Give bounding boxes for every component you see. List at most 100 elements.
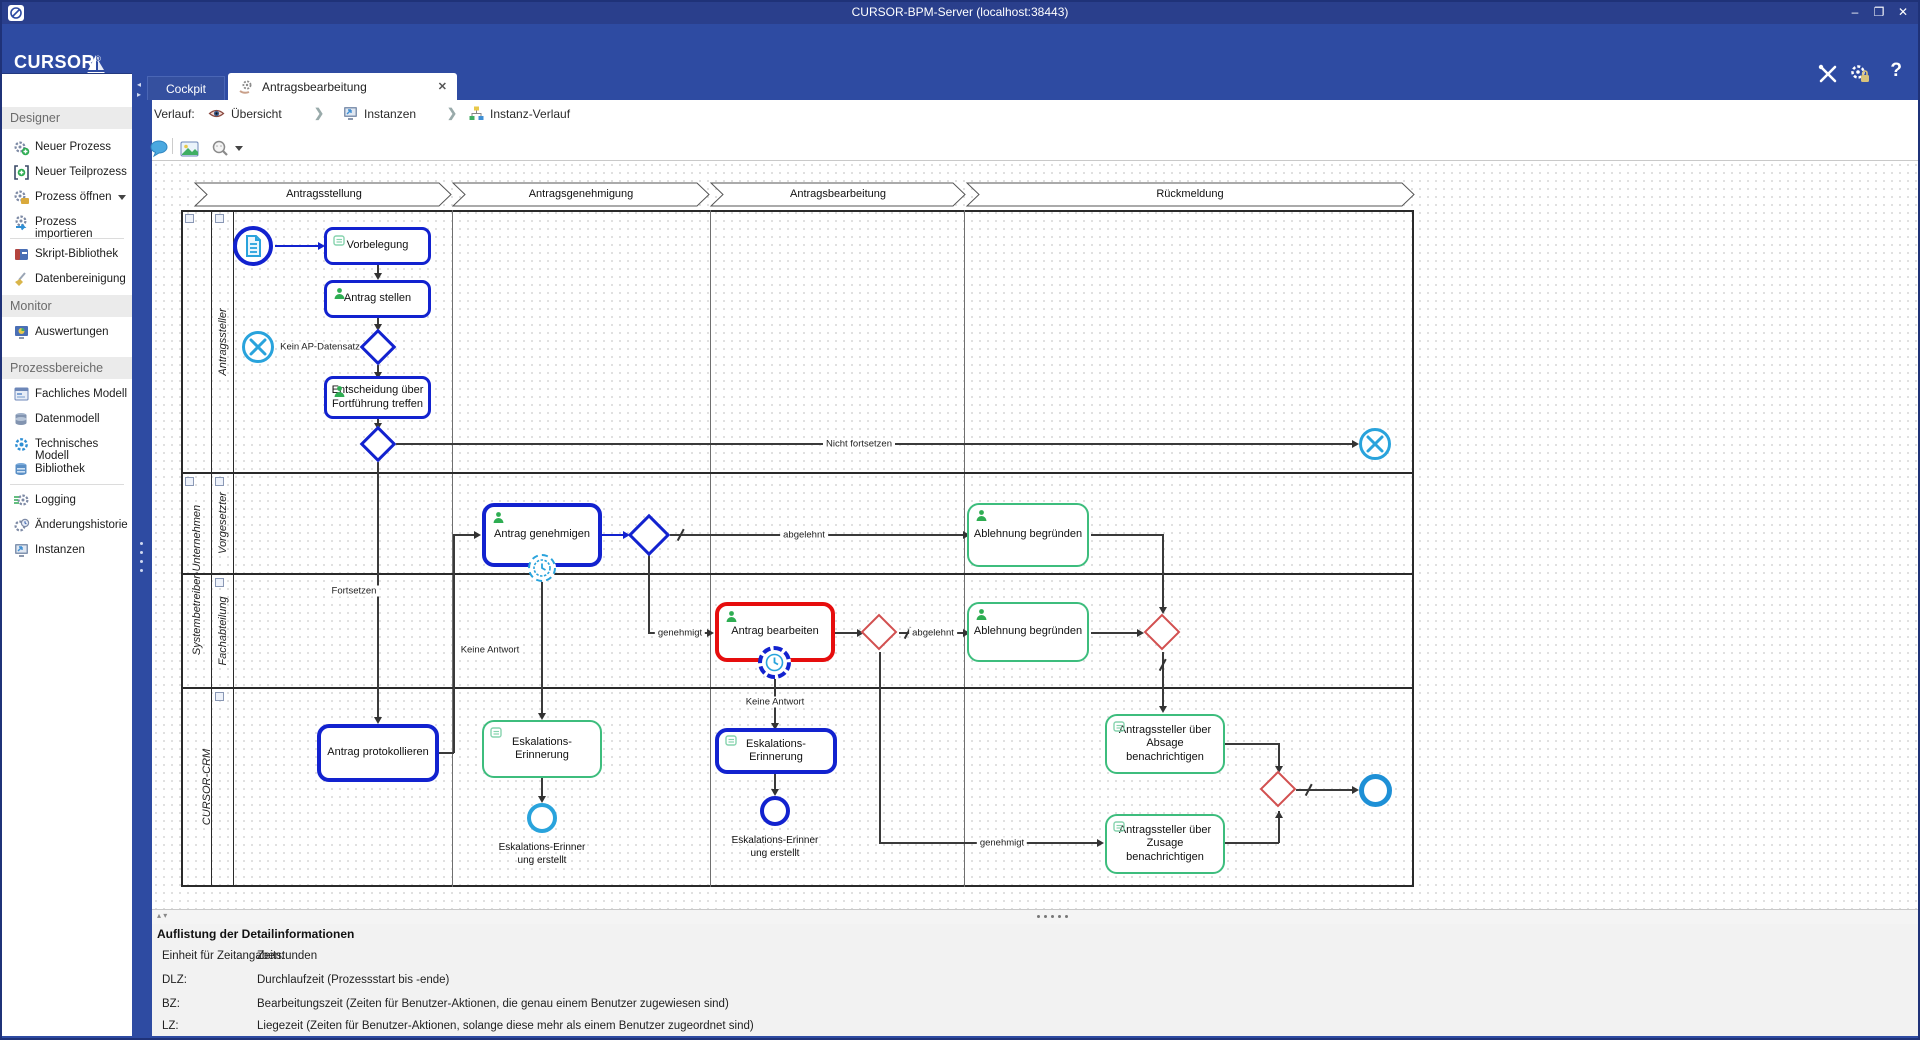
collapse-left-icon[interactable]: ◂ bbox=[137, 80, 142, 89]
collapse-panel-arrows[interactable]: ▴ ▾ bbox=[157, 911, 168, 920]
task-vorbelegung[interactable]: Vorbelegung bbox=[324, 227, 431, 265]
cancel-end-event[interactable] bbox=[1359, 428, 1391, 460]
collapse-box[interactable] bbox=[185, 214, 194, 223]
details-row-value: Durchlaufzeit (Prozessstart bis -ende) bbox=[257, 974, 450, 986]
sidebar-item-aenderungshistorie[interactable]: Änderungshistorie bbox=[2, 514, 132, 538]
phase-rueckmeldung: Rückmeldung bbox=[1156, 188, 1224, 200]
start-event-document[interactable] bbox=[233, 226, 273, 266]
flow-line bbox=[541, 778, 543, 799]
flow-line bbox=[541, 581, 543, 716]
arrowhead bbox=[707, 629, 718, 637]
sidebar-item-auswertungen[interactable]: Auswertungen bbox=[2, 321, 132, 345]
arrowhead bbox=[1352, 786, 1363, 794]
breadcrumb-item-instanz-verlauf[interactable]: Instanz-Verlauf bbox=[490, 107, 571, 121]
end-event-selected[interactable] bbox=[760, 796, 790, 826]
collapse-box[interactable] bbox=[215, 692, 224, 701]
task-eskalations-erinnerung-2[interactable]: Eskalations-Erinnerung bbox=[715, 728, 837, 774]
arrowhead bbox=[1352, 440, 1363, 448]
comment-icon[interactable] bbox=[149, 140, 169, 158]
end-event[interactable] bbox=[527, 803, 557, 833]
task-absage-benachrichtigen[interactable]: Antragssteller über Absage benachrichtig… bbox=[1105, 714, 1225, 774]
tab-label: Antragsbearbeitung bbox=[262, 80, 367, 94]
eye-icon bbox=[208, 105, 225, 122]
help-icon[interactable]: ? bbox=[1890, 60, 1902, 81]
sidebar-item-logging[interactable]: Logging bbox=[2, 489, 132, 513]
tab-cockpit[interactable]: Cockpit bbox=[147, 76, 225, 100]
monitor-icon bbox=[342, 105, 359, 122]
splitter-grip[interactable] bbox=[1037, 915, 1068, 918]
sidebar-item-bibliothek[interactable]: Bibliothek bbox=[2, 458, 132, 482]
task-eskalations-erinnerung-1[interactable]: Eskalations-Erinnerung bbox=[482, 720, 602, 778]
timer-boundary-event-selected[interactable] bbox=[758, 646, 791, 679]
script-library-icon bbox=[13, 246, 30, 263]
sidebar-item-skript-bibliothek[interactable]: Skript-Bibliothek bbox=[2, 243, 132, 267]
breadcrumb-item-instanzen[interactable]: Instanzen bbox=[364, 107, 417, 121]
script-icon bbox=[1113, 820, 1127, 834]
timer-boundary-event[interactable] bbox=[528, 554, 556, 582]
sidebar-item-label: Fachliches Modell bbox=[35, 388, 128, 400]
restore-button[interactable]: ❐ bbox=[1873, 5, 1885, 19]
lane-cursor-crm: CURSOR-CRM bbox=[201, 748, 213, 826]
arrowhead bbox=[963, 629, 974, 637]
task-ablehnung-begruenden-1[interactable]: Ablehnung begründen bbox=[967, 503, 1089, 567]
flow-line bbox=[1225, 743, 1279, 745]
task-ablehnung-begruenden-2[interactable]: Ablehnung begründen bbox=[967, 602, 1089, 662]
sidebar-item-prozess-importieren[interactable]: Prozess importieren bbox=[2, 211, 132, 240]
panel-splitter[interactable]: ▴ ▾ bbox=[152, 909, 1918, 924]
library-icon bbox=[13, 461, 30, 478]
sidebar-item-instanzen[interactable]: Instanzen bbox=[2, 539, 132, 563]
collapse-box[interactable] bbox=[215, 214, 224, 223]
pool-label-divider bbox=[211, 210, 212, 887]
sidebar-item-neuer-prozess[interactable]: Neuer Prozess bbox=[2, 136, 132, 160]
tab-close-icon[interactable]: ✕ bbox=[437, 81, 447, 93]
final-end-event[interactable] bbox=[1359, 774, 1392, 807]
gear-history-icon bbox=[13, 517, 30, 534]
breadcrumb-item-uebersicht[interactable]: Übersicht bbox=[231, 107, 282, 121]
zoom-dropdown-caret[interactable] bbox=[235, 146, 243, 155]
dropdown-caret-icon[interactable] bbox=[118, 195, 126, 204]
cancel-end-event[interactable] bbox=[242, 331, 274, 363]
task-antrag-genehmigen[interactable]: Antrag genehmigen bbox=[482, 503, 602, 567]
details-row-value: Liegezeit (Zeiten für Benutzer-Aktionen,… bbox=[257, 1020, 754, 1032]
arrowhead bbox=[374, 324, 382, 335]
image-export-icon[interactable] bbox=[180, 141, 199, 157]
details-row-label: DLZ: bbox=[162, 974, 187, 986]
splitter-handle-dot bbox=[140, 551, 143, 554]
task-antrag-protokollieren[interactable]: Antrag protokollieren bbox=[317, 724, 439, 782]
person-icon bbox=[975, 608, 989, 622]
script-icon bbox=[1113, 720, 1127, 734]
sidebar-item-fachliches-modell[interactable]: Fachliches Modell bbox=[2, 383, 132, 407]
collapse-box[interactable] bbox=[215, 477, 224, 486]
collapse-box[interactable] bbox=[215, 578, 224, 587]
tab-antragsbearbeitung[interactable]: Antragsbearbeitung ✕ bbox=[228, 73, 457, 100]
sidebar-item-technisches-modell[interactable]: Technisches Modell bbox=[2, 433, 132, 462]
window-title: CURSOR-BPM-Server (localhost:38443) bbox=[851, 5, 1069, 19]
details-row-label: LZ: bbox=[162, 1020, 179, 1032]
arrowhead bbox=[1097, 839, 1108, 847]
sidebar-item-neuer-teilprozess[interactable]: Neuer Teilprozess bbox=[2, 161, 132, 185]
section-designer: Designer bbox=[2, 107, 132, 129]
phase-antragsbearbeitung: Antragsbearbeitung bbox=[789, 188, 887, 200]
process-settings-icon[interactable] bbox=[1848, 62, 1872, 86]
zoom-icon[interactable] bbox=[210, 139, 230, 159]
details-panel: Auflistung der Detailinformationen Einhe… bbox=[152, 924, 1918, 1036]
task-label: Antrag protokollieren bbox=[327, 746, 429, 759]
task-zusage-benachrichtigen[interactable]: Antragssteller über Zusage benachrichtig… bbox=[1105, 814, 1225, 874]
minimize-button[interactable]: – bbox=[1851, 5, 1859, 19]
sidebar-splitter[interactable] bbox=[132, 73, 152, 1038]
task-antrag-stellen[interactable]: Antrag stellen bbox=[324, 280, 431, 318]
collapse-box[interactable] bbox=[185, 477, 194, 486]
phase-divider bbox=[710, 210, 711, 887]
tools-icon[interactable] bbox=[1816, 62, 1840, 86]
sidebar-item-datenmodell[interactable]: Datenmodell bbox=[2, 408, 132, 432]
task-entscheidung[interactable]: Entscheidung über Fortführung treffen bbox=[324, 376, 431, 419]
sidebar-item-label: Änderungshistorie bbox=[35, 519, 128, 531]
expand-right-icon[interactable]: ▸ bbox=[137, 90, 142, 99]
sidebar-item-datenbereinigung[interactable]: Datenbereinigung bbox=[2, 268, 132, 292]
flow-label: Fortsetzen bbox=[328, 585, 380, 597]
close-button[interactable]: ✕ bbox=[1897, 5, 1909, 19]
flow-line bbox=[602, 534, 626, 536]
flow-line bbox=[1091, 632, 1141, 634]
sidebar-item-prozess-oeffnen[interactable]: Prozess öffnen bbox=[2, 186, 132, 210]
